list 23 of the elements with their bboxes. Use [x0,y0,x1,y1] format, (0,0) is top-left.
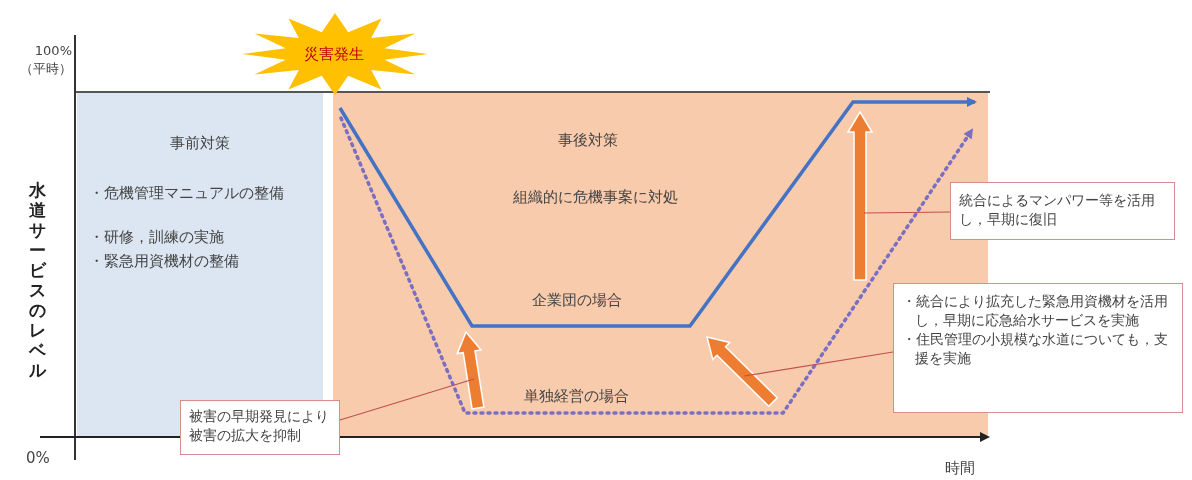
bullet-text: ・緊急用資機材の整備 [89,251,240,271]
callout-text: ・統合により拡充した緊急用資機材を活用し，早期に応急給水サービスを実施 [902,292,1169,330]
leader-line [339,378,475,421]
burst-text: 災害発生 [304,44,364,64]
bullet-text: ・危機管理マニュアルの整備 [89,183,285,203]
panel-text: 組織的に危機事案に対処 [513,187,678,207]
callout-text: 被害の早期発見により被害の拡大を抑制 [189,407,330,445]
tick-label: 100%（平時） [19,42,72,78]
callout-box [950,182,1175,240]
callout-box [180,400,340,455]
curve-label: 企業団の場合 [532,290,622,310]
leader-line [863,211,951,214]
callout-text: 統合によるマンパワー等を活用し，早期に復旧 [959,191,1156,229]
axis-title: 水道サービスのレベル [28,180,46,380]
tick-label: 0% [26,448,50,468]
panel-heading: 事後対策 [558,130,618,150]
callout-text: ・住民管理の小規模な水道についても，支援を実施 [902,330,1169,368]
leader-line [743,351,894,377]
curve-label: 単独経営の場合 [524,386,629,406]
callout-box [893,283,1183,413]
axis-title: 時間 [945,458,975,478]
bullet-text: ・研修，訓練の実施 [89,227,225,247]
panel-heading: 事前対策 [169,133,231,153]
